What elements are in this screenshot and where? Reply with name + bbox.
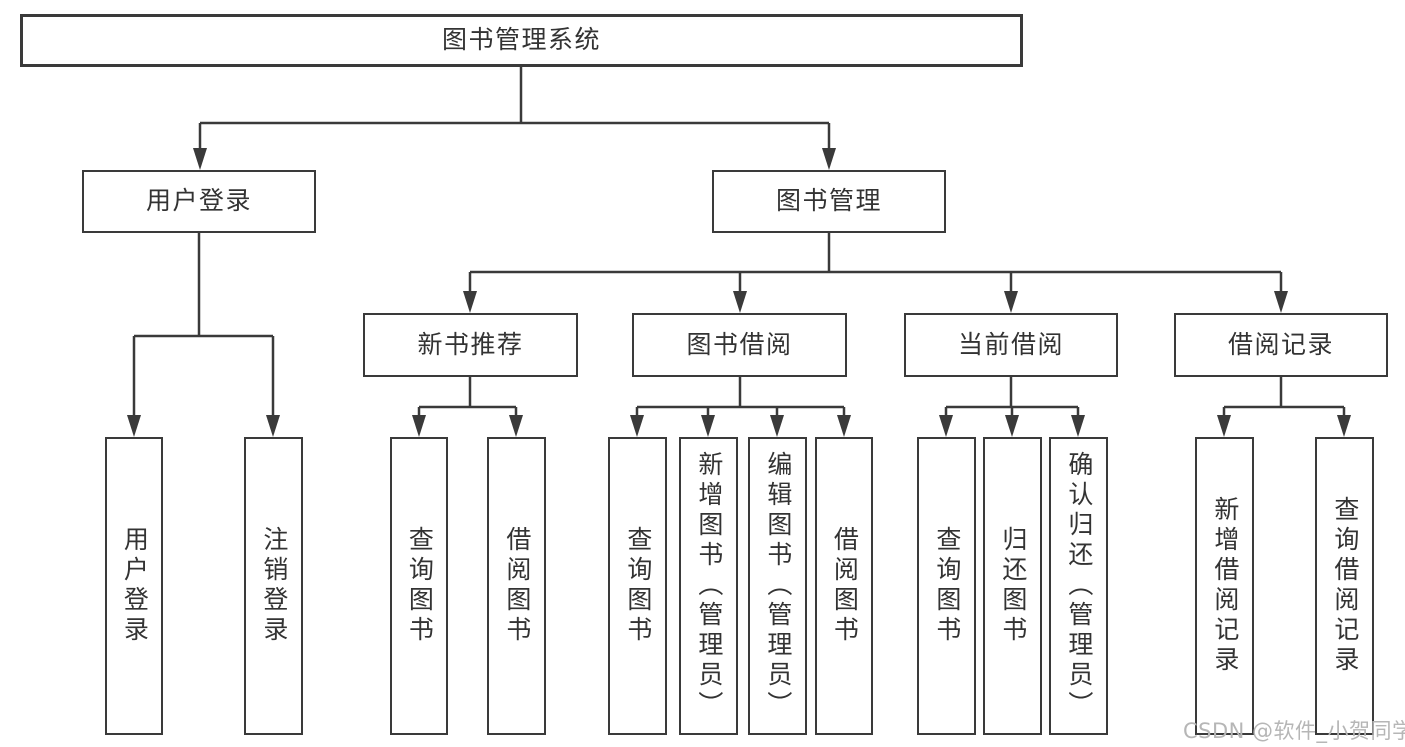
leaf-borrow-books-borrowing: 借阅图书 [815, 437, 873, 735]
leaf-logout: 注销登录 [244, 437, 303, 735]
leaf-confirm-return-admin: 确认归还（管理员） [1049, 437, 1108, 735]
leaf-user-login: 用户登录 [105, 437, 163, 735]
csdn-watermark: CSDN @软件_小贺同学 [1183, 719, 1405, 743]
node-borrowing-records: 借阅记录 [1174, 313, 1388, 377]
node-book-management: 图书管理 [712, 170, 946, 233]
node-current-borrowing: 当前借阅 [904, 313, 1118, 377]
node-user-login: 用户登录 [82, 170, 316, 233]
leaf-query-books-current: 查询图书 [917, 437, 976, 735]
leaf-edit-books-admin: 编辑图书（管理员） [748, 437, 807, 735]
leaf-borrow-books-recommend: 借阅图书 [487, 437, 546, 735]
node-book-borrowing: 图书借阅 [632, 313, 847, 377]
node-new-book-recommend: 新书推荐 [363, 313, 578, 377]
leaf-query-borrow-record: 查询借阅记录 [1315, 437, 1374, 735]
node-library-system: 图书管理系统 [20, 14, 1023, 67]
leaf-add-borrow-record: 新增借阅记录 [1195, 437, 1254, 735]
leaf-query-books-borrowing: 查询图书 [608, 437, 667, 735]
leaf-add-books-admin: 新增图书（管理员） [679, 437, 738, 735]
leaf-return-books: 归还图书 [983, 437, 1042, 735]
leaf-query-books-recommend: 查询图书 [390, 437, 448, 735]
